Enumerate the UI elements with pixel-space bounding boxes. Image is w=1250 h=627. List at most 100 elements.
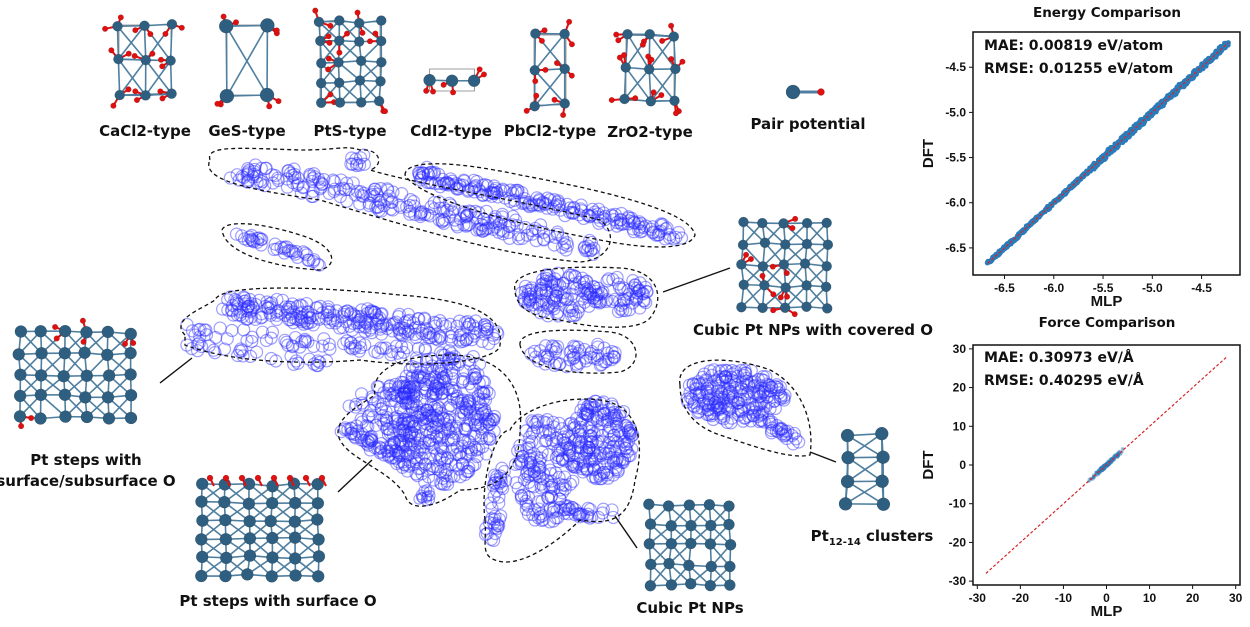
embedding-point [435, 215, 449, 229]
pt-atom [840, 428, 855, 443]
embedding-point [412, 320, 426, 334]
pt-atom [14, 325, 28, 338]
embedding-point [247, 167, 261, 182]
embedding-point [237, 323, 251, 337]
embedding-point [578, 287, 592, 301]
embedding-point [437, 177, 452, 191]
pt-atom [242, 497, 256, 510]
oxygen-atom [108, 47, 115, 54]
y-axis-label: DFT [920, 450, 937, 479]
embedding-point [485, 189, 499, 203]
embedding-point [627, 225, 641, 239]
embedding-point [515, 196, 530, 210]
oxygen-atom [789, 225, 796, 232]
embedding-point [427, 315, 441, 329]
embedding-point [306, 189, 320, 204]
embedding-point [457, 218, 471, 232]
pt-atom [102, 369, 116, 382]
embedding-point [581, 239, 595, 253]
embedding-point [319, 312, 333, 326]
embedding-point [572, 300, 587, 314]
embedding-point [429, 316, 443, 330]
oxygen-atom [325, 66, 332, 73]
pt-atom [875, 426, 889, 441]
embedding-point [258, 179, 272, 193]
embedding-point [443, 317, 457, 331]
embedding-point [229, 294, 244, 308]
embedding-point [248, 312, 262, 326]
embedding-point [583, 210, 597, 224]
bond [225, 26, 228, 97]
pt-atom [643, 538, 656, 550]
embedding-point [600, 293, 614, 307]
embedding-point [534, 281, 548, 296]
embedding-point [560, 239, 575, 253]
embedding-point [453, 328, 467, 342]
embedding-point [437, 213, 451, 227]
embedding-point [302, 352, 316, 366]
embedding-point [323, 342, 337, 356]
embedding-point [374, 182, 388, 196]
embedding-point [605, 208, 619, 222]
embedding-point [521, 297, 535, 311]
embedding-point [359, 316, 373, 330]
embedding-point [452, 314, 467, 328]
oxygen-atom [639, 41, 646, 48]
label-zro2: ZrO2-type [607, 123, 693, 141]
embedding-point [525, 223, 539, 238]
embedding-point [423, 176, 437, 190]
oxygen-atom [326, 39, 333, 46]
embedding-point [506, 186, 520, 200]
oxygen-atom [423, 87, 430, 94]
pt-atom [643, 64, 655, 75]
oxygen-atom [178, 24, 185, 31]
embedding-point [290, 178, 304, 193]
embedding-point [510, 185, 524, 199]
embedding-point [439, 319, 453, 333]
oxygen-atom [18, 423, 25, 430]
pt-atom [124, 368, 137, 381]
embedding-point [534, 287, 549, 301]
pt-atom [529, 65, 541, 76]
x-tick-label: 30 [1229, 591, 1243, 605]
pt-atom [704, 538, 717, 550]
embedding-point [579, 275, 594, 289]
embedding-point [548, 296, 562, 310]
embedding-point [269, 305, 283, 319]
pt-atom [102, 412, 116, 425]
oxygen-atom [325, 55, 332, 62]
embedding-point [589, 284, 603, 298]
embedding-point [530, 191, 544, 205]
embedding-point [534, 278, 548, 292]
embedding-point [355, 303, 369, 317]
embedding-point [420, 322, 434, 336]
oxygen-atom [318, 474, 326, 482]
pt-atom [311, 570, 325, 583]
pt-atom [821, 217, 832, 229]
embedding-point [578, 240, 592, 254]
pt-atom [757, 302, 768, 314]
embedding-point [591, 281, 605, 295]
oxygen-atom [125, 50, 132, 57]
embedding-point [194, 339, 209, 354]
embedding-point [304, 315, 318, 329]
embedding-point [469, 179, 483, 193]
embedding-point [547, 302, 561, 316]
embedding-point [470, 223, 484, 237]
embedding-point [551, 309, 565, 323]
embedding-point [268, 168, 282, 183]
embedding-point [494, 215, 508, 229]
embedding-point [551, 285, 565, 299]
embedding-point [315, 339, 330, 353]
bond [673, 36, 677, 69]
pt-atom [78, 391, 92, 404]
pt-atom [80, 369, 94, 383]
pt-atom [820, 281, 832, 293]
bond [116, 26, 120, 60]
embedding-point [487, 212, 501, 226]
embedding-point [364, 313, 378, 327]
embedding-point [267, 242, 281, 257]
embedding-point [238, 297, 252, 311]
embedding-point [395, 186, 409, 201]
embedding-point [567, 201, 581, 216]
